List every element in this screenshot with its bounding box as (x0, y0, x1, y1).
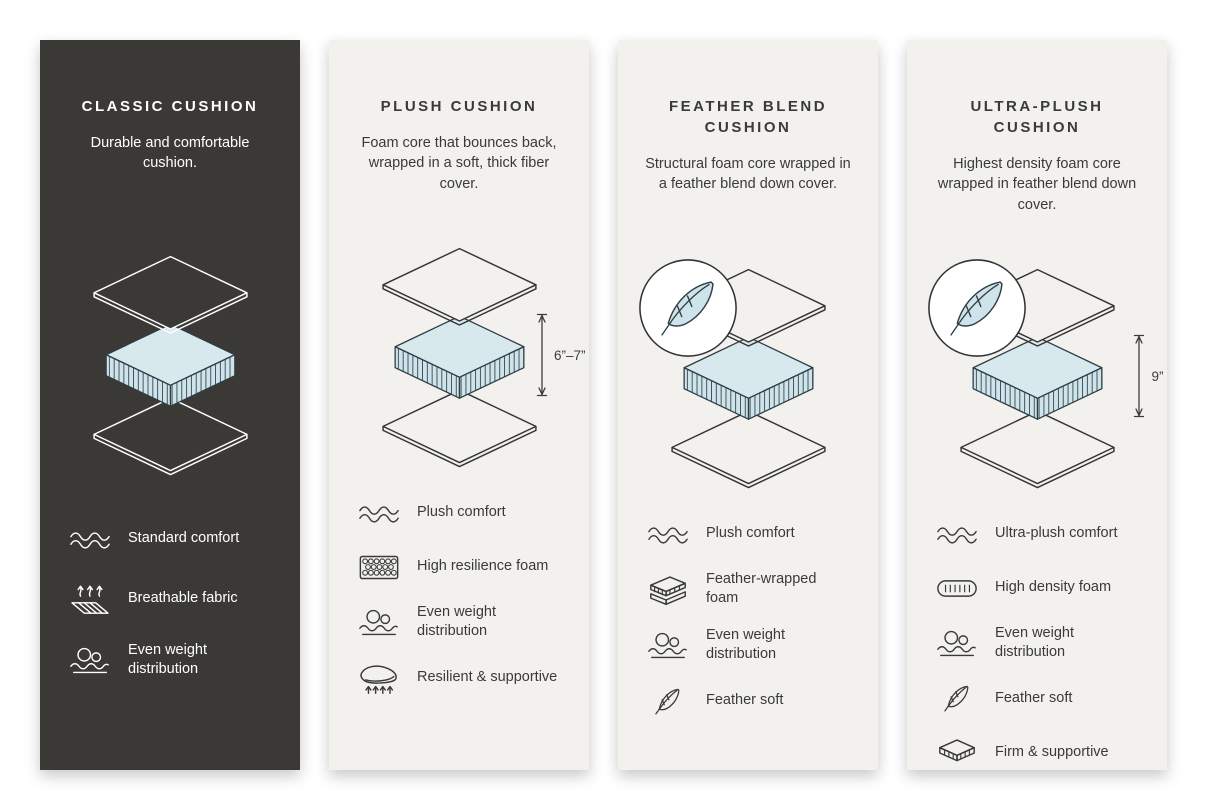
feature-list: Ultra-plush comfort High density foam (933, 516, 1141, 770)
breathable-fabric-icon (66, 581, 114, 617)
card-description: Durable and comfortable cushion. (90, 135, 250, 172)
cushion-diagram: 9” (927, 259, 1164, 490)
feather-blend-cushion-card: FEATHER BLEND CUSHION Structural foam co… (618, 40, 878, 770)
feature-row: Even weight distribution (933, 624, 1141, 662)
waves-icon (66, 528, 114, 551)
ruler-icon (536, 313, 548, 397)
card-description: Foam core that bounces back, wrapped in … (361, 135, 557, 192)
card-description: Highest density foam core wrapped in fea… (937, 156, 1137, 213)
cushion-core (683, 336, 813, 420)
cushion-top-layer (92, 255, 248, 330)
feature-label: Plush comfort (417, 504, 506, 521)
cushion-layers-illustration (381, 247, 537, 468)
feature-row: Resilient & supportive (355, 659, 563, 695)
feature-row: Plush comfort (644, 516, 852, 552)
waves-icon (355, 502, 403, 525)
feature-label: Even weight distribution (128, 642, 207, 678)
weight-distribution-icon (644, 631, 692, 660)
feature-row: High resilience foam (355, 549, 563, 585)
card-title: PLUSH CUSHION (380, 98, 538, 115)
card-title: CLASSIC CUSHION (81, 98, 259, 115)
feature-list: Standard comfort Breathable fabric (66, 521, 274, 679)
card-description: Structural foam core wrapped in a feathe… (645, 156, 851, 193)
feature-label: Resilient & supportive (417, 668, 558, 685)
feature-label: Feather-wrapped foam (706, 571, 817, 607)
measurement-label: 9” (1151, 368, 1164, 384)
feature-label: Firm & supportive (995, 743, 1109, 760)
feature-label: Breathable fabric (128, 590, 238, 607)
weight-distribution-icon (66, 646, 114, 675)
cushion-core (972, 336, 1102, 420)
cushion-top-layer (381, 247, 537, 322)
feature-row: Breathable fabric (66, 581, 274, 617)
cushion-core (394, 315, 524, 399)
feature-label: High density foam (995, 579, 1112, 596)
cushion-bottom-layer (92, 397, 248, 472)
feather-icon (644, 685, 692, 717)
card-title: FEATHER BLEND CUSHION (668, 98, 828, 136)
feature-label: Feather soft (995, 689, 1073, 706)
feature-row: Ultra-plush comfort (933, 516, 1141, 552)
feature-label: Ultra-plush comfort (995, 525, 1118, 542)
feature-row: Firm & supportive (933, 734, 1141, 770)
waves-icon (644, 523, 692, 546)
feather-icon (933, 682, 981, 714)
weight-distribution-icon (355, 608, 403, 637)
measurement-label: 6”–7” (553, 347, 586, 363)
cushion-bottom-layer (959, 410, 1115, 485)
feature-label: Plush comfort (706, 525, 795, 542)
firm-cushion-icon (933, 737, 981, 768)
feather-badge (927, 259, 1026, 357)
feature-row: High density foam (933, 570, 1141, 606)
feature-label: Feather soft (706, 691, 784, 708)
feature-row: Feather soft (644, 683, 852, 719)
feature-label: Even weight distribution (417, 604, 496, 640)
cushion-layers-illustration (959, 268, 1115, 489)
feature-row: Feather-wrapped foam (644, 570, 852, 608)
cushion-diagram (638, 259, 841, 490)
feature-row: Standard comfort (66, 521, 274, 557)
waves-icon (933, 523, 981, 546)
layered-foam-icon (644, 573, 692, 606)
feature-row: Even weight distribution (644, 626, 852, 664)
cushion-bottom-layer (670, 410, 826, 485)
feature-list: Plush comfort Fea (644, 516, 852, 719)
feature-row: Plush comfort (355, 495, 563, 531)
card-title: ULTRA-PLUSH CUSHION (970, 98, 1104, 136)
resilient-cushion-icon (355, 660, 403, 695)
feature-row: Even weight distribution (66, 641, 274, 679)
cushion-diagram (78, 255, 263, 477)
height-measurement: 6”–7” (536, 313, 586, 397)
feather-badge (638, 259, 737, 357)
cushion-diagram: 6”–7” (367, 247, 586, 469)
cushion-comparison-board: CLASSIC CUSHION Durable and comfortable … (40, 40, 1167, 770)
weight-distribution-icon (933, 629, 981, 658)
cushion-core (105, 323, 235, 407)
feature-label: High resilience foam (417, 558, 549, 575)
feature-label: Even weight distribution (706, 627, 785, 663)
high-density-foam-icon (933, 576, 981, 601)
foam-cells-icon (355, 553, 403, 582)
feature-label: Even weight distribution (995, 625, 1074, 661)
feature-label: Standard comfort (128, 530, 240, 547)
feature-list: Plush comfort High resilience foam (355, 495, 563, 695)
feature-row: Feather soft (933, 680, 1141, 716)
feature-row: Even weight distribution (355, 603, 563, 641)
plush-cushion-card: PLUSH CUSHION Foam core that bounces bac… (329, 40, 589, 770)
ultra-plush-cushion-card: ULTRA-PLUSH CUSHION Highest density foam… (907, 40, 1167, 770)
height-measurement: 9” (1133, 334, 1164, 418)
ruler-icon (1134, 334, 1145, 418)
classic-cushion-card: CLASSIC CUSHION Durable and comfortable … (40, 40, 300, 770)
cushion-layers-illustration (92, 255, 248, 476)
cushion-bottom-layer (381, 389, 537, 464)
